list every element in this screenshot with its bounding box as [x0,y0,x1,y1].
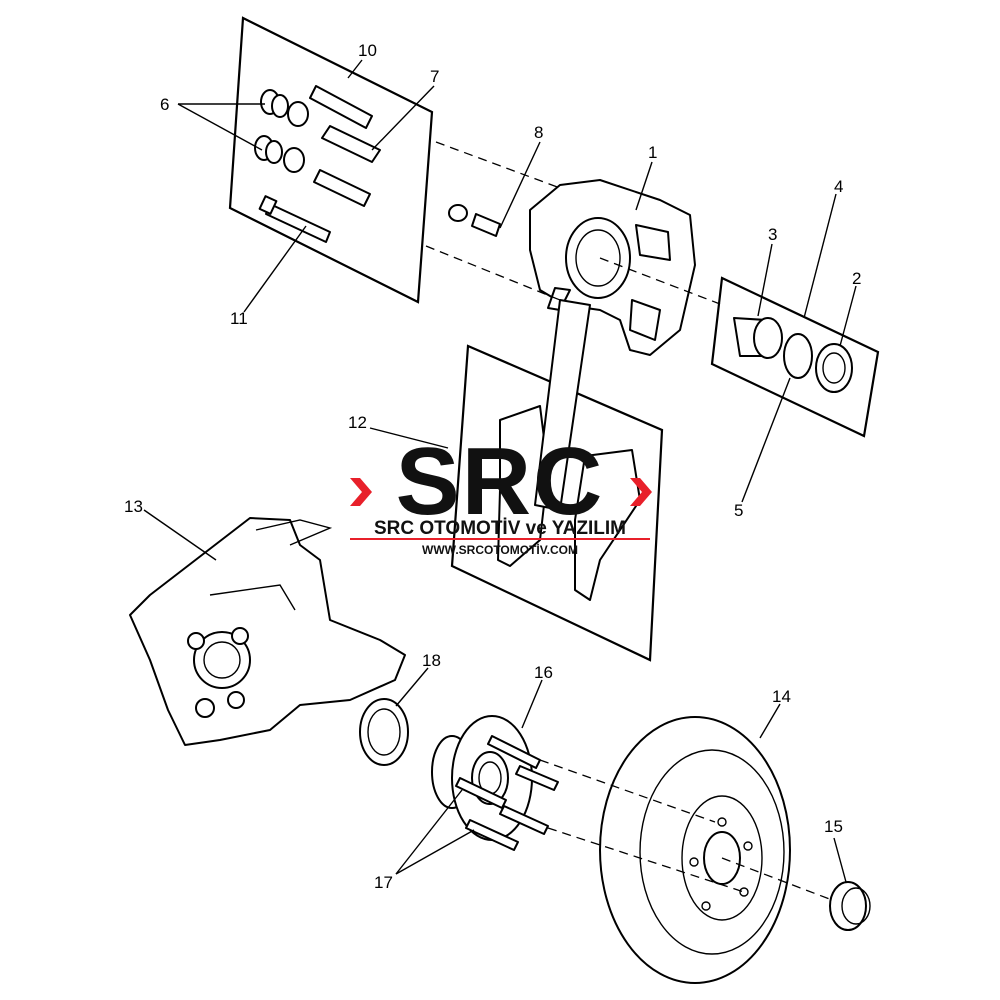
watermark-chevron-right-icon [630,478,652,506]
callout-18: 18 [422,651,441,670]
dust-cap-part [829,881,871,931]
callout-17: 17 [374,873,393,892]
callout-6: 6 [160,95,169,114]
callout-1: 1 [648,143,657,162]
boot-part [254,89,309,173]
guide-pin-part [258,85,381,243]
callout-2: 2 [852,269,861,288]
dust-boot-part [815,343,853,393]
watermark: SRC SRC OTOMOTİV ve YAZILIM WWW.SRCOTOMO… [350,428,652,557]
callout-7: 7 [430,67,439,86]
caliper-part [529,179,696,356]
callout-8: 8 [534,123,543,142]
watermark-website: WWW.SRCOTOMOTİV.COM [422,542,578,557]
wheel-stud-part [455,735,559,851]
watermark-company: SRC OTOMOTİV ve YAZILIM [374,518,626,539]
seal-part [783,333,813,379]
callout-12: 12 [348,413,367,432]
bleeder-part [448,204,501,237]
callout-10: 10 [358,41,377,60]
callout-14: 14 [772,687,791,706]
callout-3: 3 [768,225,777,244]
watermark-chevron-left-icon [350,478,372,506]
knuckle-part [129,517,406,746]
watermark-logo: SRC [396,428,605,535]
callout-4: 4 [834,177,843,196]
callout-5: 5 [734,501,743,520]
pin-kit-box [228,16,434,304]
callout-13: 13 [124,497,143,516]
piston-part [733,317,783,359]
callout-15: 15 [824,817,843,836]
brake-pad-box [450,344,664,662]
callout-16: 16 [534,663,553,682]
tone-ring-part [359,698,409,766]
callout-11: 11 [230,309,248,328]
rotor-part [599,716,791,984]
piston-kit-box [710,276,880,438]
